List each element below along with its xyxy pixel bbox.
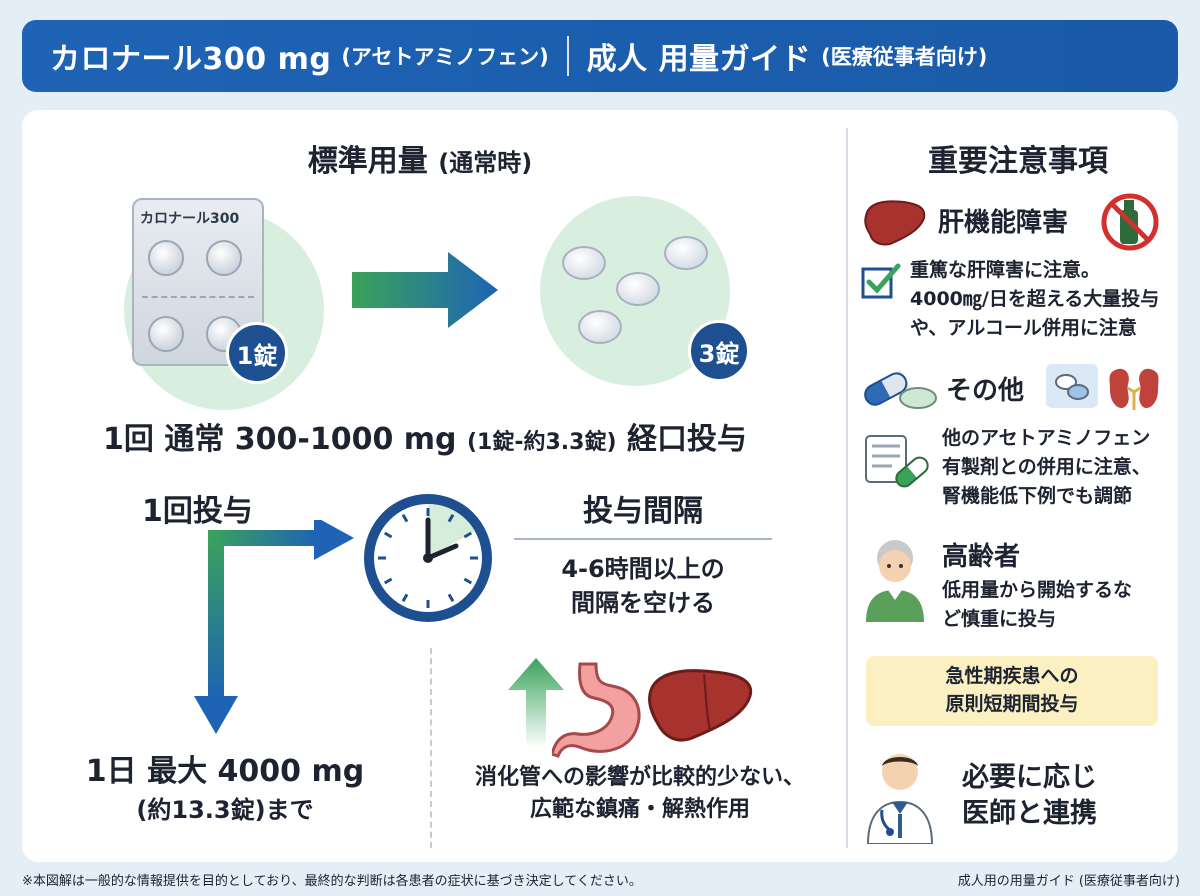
stomach-icon (552, 662, 641, 758)
blister-pill-icon (206, 240, 242, 276)
no-alcohol-icon (1101, 193, 1159, 251)
blister-label: カロナール300 (140, 211, 240, 227)
daily-max-tablets: (約13.3錠)まで (136, 796, 314, 824)
footer-disclaimer: ※本図解は一般的な情報提供を目的としており、最終的な判断は各患者の症状に基づき決… (22, 874, 642, 889)
elderly-text: 低用量から開始するな ど慎重に投与 (942, 579, 1133, 630)
doctor-icon (866, 754, 934, 844)
dotted-divider (430, 648, 432, 848)
header-banner: カロナール300 mg (アセトアミノフェン) 成人 用量ガイド (医療従事者向… (22, 20, 1178, 92)
badge-one-tablet: 1錠 (226, 322, 288, 384)
arrow-right-icon (352, 252, 498, 328)
header-title: カロナール300 mg (50, 42, 332, 77)
tablet-icon (578, 310, 622, 344)
header-subtitle-paren: (医療従事者向け) (821, 45, 988, 69)
single-dose-label: 1回投与 (142, 494, 253, 529)
standard-dose-text: 1回 通常 300-1000 mg (1錠-約3.3錠) 経口投与 (103, 422, 747, 457)
doctor-collaboration-text: 必要に応じ 医師と連携 (962, 762, 1097, 829)
liver-caution-heading: 肝機能障害 (938, 208, 1069, 238)
blister-perforation (142, 296, 254, 298)
other-caution-text: 他のアセトアミノフェン 有製剤との併用に注意、 腎機能低下例でも調節 (942, 427, 1151, 507)
interval-underline (514, 538, 772, 540)
blister-pill-icon (148, 240, 184, 276)
tablet-icon (664, 236, 708, 270)
tablet-icon (562, 246, 606, 280)
short-term-note: 急性期疾患への 原則短期間投与 (866, 656, 1158, 726)
header-title-paren: (アセトアミノフェン) (341, 45, 549, 69)
clock-icon (364, 494, 492, 622)
check-icon (861, 263, 901, 299)
blister-pill-icon (148, 316, 184, 352)
badge-three-tablets: 3錠 (688, 320, 750, 382)
medicine-document-icon (865, 435, 931, 488)
daily-max-dose: 1日 最大 4000 mg (85, 754, 365, 789)
liver-icon (648, 669, 753, 742)
interval-text: 4-6時間以上の 間隔を空ける (561, 555, 725, 617)
cautions-title: 重要注意事項 (928, 144, 1108, 179)
liver-caution-text: 重篤な肝障害に注意。 4000㎎/日を超える大量投与 や、アルコール併用に注意 (910, 259, 1160, 339)
elderly-person-icon (866, 540, 924, 622)
header-subtitle: 成人 用量ガイド (586, 42, 812, 77)
schedule-flow-arrows-icon (194, 520, 354, 734)
capsule-pills-icon (864, 369, 937, 409)
tablet-icon (616, 272, 660, 306)
standard-dose-title: 標準用量 (通常時) (307, 144, 533, 179)
elderly-heading: 高齢者 (942, 542, 1021, 572)
gi-effect-text: 消化管への影響が比較的少ない、 広範な鎮痛・解熱作用 (474, 765, 805, 822)
kidney-icon (1109, 368, 1159, 410)
footer-guide-label: 成人用の用量ガイド (医療従事者向け) (957, 874, 1180, 889)
liver-icon (864, 200, 926, 246)
interval-title: 投与間隔 (583, 494, 703, 529)
other-caution-heading: その他 (946, 376, 1025, 406)
pills-box-icon (1046, 364, 1098, 408)
header-divider (566, 36, 569, 76)
column-divider (846, 128, 848, 848)
arrow-up-icon (508, 658, 564, 748)
